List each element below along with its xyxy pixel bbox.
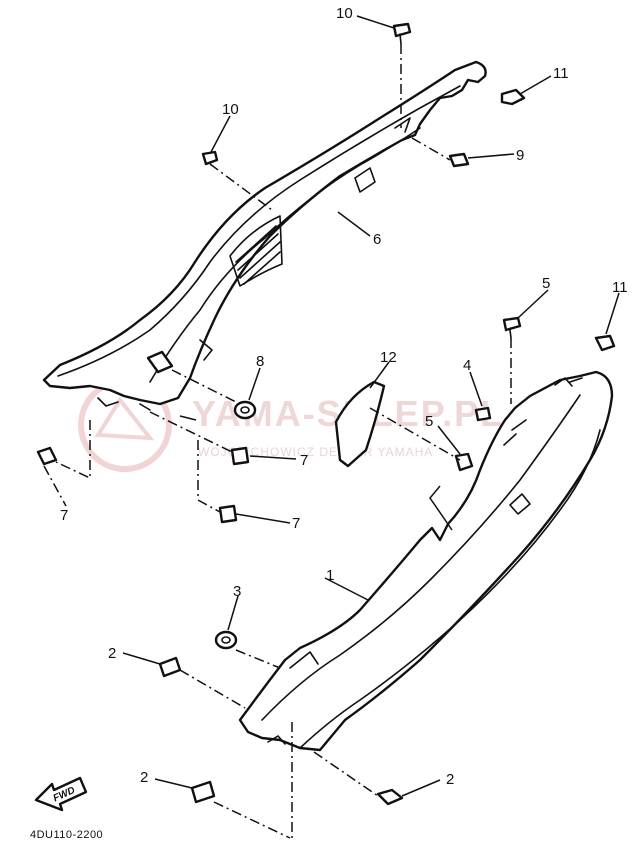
part-6-grommet [146, 350, 174, 374]
part-7-clip-b [218, 504, 238, 524]
callout-11-top: 11 [553, 65, 569, 82]
callout-10-top: 10 [336, 5, 353, 22]
callout-10-left: 10 [222, 101, 239, 118]
callout-1: 1 [326, 567, 334, 584]
callout-5-lower: 5 [425, 413, 433, 430]
part-12-pad [334, 380, 386, 468]
part-5-bolt-lower [454, 452, 474, 472]
part-11-cap-right [594, 334, 616, 352]
callout-4: 4 [463, 357, 471, 374]
callout-2-a: 2 [108, 645, 116, 662]
part-6-upper-side-cover [42, 60, 487, 411]
leader-lines [43, 15, 620, 840]
part-3-grommet [214, 630, 238, 650]
callout-numbers: 10 10 11 9 6 5 11 12 8 4 5 7 7 7 1 3 2 2… [60, 5, 628, 788]
part-7-clip-c [36, 446, 58, 466]
fwd-arrow-icon [34, 776, 88, 812]
part-11-cap-top [500, 88, 526, 106]
callout-2-b: 2 [140, 769, 148, 786]
part-8-grommet [233, 400, 257, 420]
part-1-lower-side-cover [238, 370, 614, 752]
part-10-bolt-left [201, 150, 219, 166]
part-5-bolt-upper [502, 316, 522, 339]
part-2-pad-b [190, 780, 216, 804]
part-2-pad-a [158, 656, 182, 678]
callout-11-right: 11 [612, 279, 628, 296]
part-10-bolt-top [392, 22, 412, 45]
callout-5-upper: 5 [542, 275, 550, 292]
callout-7-c: 7 [292, 515, 300, 532]
callout-7-b: 7 [60, 507, 68, 524]
part-4-nut [474, 406, 492, 422]
callout-8: 8 [256, 353, 264, 370]
callout-7-a: 7 [300, 452, 308, 469]
callout-9: 9 [516, 147, 524, 164]
part-2-pad-c [376, 788, 404, 806]
part-7-clip-a [230, 446, 250, 466]
part-9-nut [448, 152, 470, 168]
drawing-code: 4DU110-2200 [30, 829, 103, 841]
fwd-arrow: FWD [34, 776, 88, 812]
watermark-tagline: WOJCIECHOWICZ DEALER YAMAHA [198, 445, 433, 459]
callout-2-c: 2 [446, 771, 454, 788]
callout-3: 3 [233, 583, 241, 600]
callout-12: 12 [380, 349, 397, 366]
watermark-logo-mark [94, 396, 155, 441]
callout-6: 6 [373, 231, 381, 248]
hardware-parts [36, 22, 616, 806]
